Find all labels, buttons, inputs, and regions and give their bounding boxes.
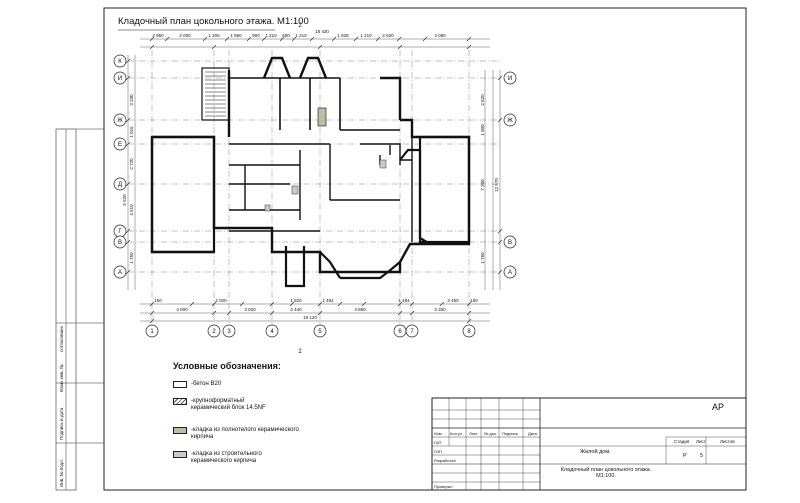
axis-label: И [118,76,122,82]
legend-text: -крупноформатный керамический блок 14.5N… [191,398,266,411]
svg-text:4 510: 4 510 [129,204,134,216]
svg-text:2 720: 2 720 [129,158,134,170]
axis-label: Ж [117,118,123,124]
svg-text:2 620: 2 620 [382,33,394,38]
axis-label: 5 [318,329,322,335]
stamp-stage: Р [683,453,687,459]
legend-item: -крупноформатный керамический блок 14.5N… [173,398,273,412]
legend-item: -кладка из полнотелого керамического кир… [173,427,303,441]
sheet-frame [103,7,747,491]
axis-label: Г [118,229,122,235]
svg-text:2 000: 2 000 [179,33,191,38]
svg-text:18 420: 18 420 [315,29,329,34]
svg-text:1 484: 1 484 [322,298,334,303]
side-label-sign-date: Подпись и дата [59,407,64,440]
svg-text:150: 150 [470,298,478,303]
legend-text: -кладка из полнотелого керамического кир… [191,427,299,440]
svg-text:3 330: 3 330 [129,94,134,106]
side-label-replace: Взам. инв. № [59,364,64,392]
svg-text:1 210: 1 210 [295,33,307,38]
svg-text:2 620: 2 620 [480,94,485,106]
axis-label: В [508,240,512,246]
legend-text: -бетон В20 [191,381,222,387]
section-mark: 2 [298,349,302,355]
legend-item: -кладка из строительного керамического к… [173,451,303,465]
svg-text:150: 150 [154,298,162,303]
svg-text:1 828: 1 828 [337,33,349,38]
svg-text:900: 900 [252,33,260,38]
legend-item: -бетон В20 [173,381,221,388]
svg-text:1 210: 1 210 [360,33,372,38]
stamp-code: АР [712,402,725,412]
svg-text:2: 2 [298,23,302,29]
axis-label: 2 [212,329,216,335]
legend-swatch-concrete [173,381,187,388]
axis-label: А [508,270,512,276]
legend-swatch-building-brick [173,451,187,458]
svg-text:7 200: 7 200 [480,179,485,191]
svg-text:2 020: 2 020 [215,298,227,303]
svg-text:1 760: 1 760 [480,252,485,264]
legend-swatch-block [173,398,187,405]
svg-text:1 750: 1 750 [129,252,134,264]
overall-width: 19 120 [303,315,317,320]
title-block [431,397,747,491]
axis-label: 1 [150,329,154,335]
axis-label: Д [118,182,122,188]
legend-swatch-solid-brick [173,427,187,434]
svg-text:12 570: 12 570 [494,178,499,192]
axis-labels: 1 2 3 4 5 6 7 8 К И Ж Е Д Г В А И Ж В А [117,59,513,335]
axis-label: К [118,59,122,65]
svg-text:3 450: 3 450 [447,298,459,303]
axis-label: 6 [398,329,402,335]
axis-label: А [118,270,122,276]
svg-text:1 915: 1 915 [129,126,134,138]
legend-heading: Условные обозначения: [173,361,281,371]
svg-text:3 300: 3 300 [434,307,446,312]
side-label-approved: согласовано [59,325,64,352]
svg-text:3 080: 3 080 [434,33,446,38]
svg-text:2 960: 2 960 [152,33,164,38]
svg-text:1 820: 1 820 [290,298,302,303]
dimension-texts: 2 960 2 000 1 200 1 950 900 1 210 600 1 … [152,23,478,355]
axis-label: В [118,240,122,246]
svg-text:1 900: 1 900 [480,124,485,136]
legend-text: -кладка из строительного керамического к… [191,451,262,464]
svg-text:600: 600 [282,33,290,38]
dimension-ticks [125,36,503,324]
svg-text:5 520: 5 520 [122,194,127,206]
svg-text:1 950: 1 950 [230,33,242,38]
stamp-sheet-name: Кладочный план цокольного этажа. М1:100. [560,467,652,479]
svg-text:4 860: 4 860 [354,307,366,312]
svg-text:1 210: 1 210 [265,33,277,38]
axis-label: 4 [270,329,274,335]
building-walls [150,56,471,288]
stamp-object: Жилой дом. [580,449,611,455]
axis-label: Е [118,142,122,148]
svg-text:4 000: 4 000 [176,307,188,312]
axis-label: 7 [410,329,414,335]
axis-label: Ж [507,118,513,124]
svg-text:1 200: 1 200 [208,33,220,38]
stamp-sheet-number: 5 [700,453,704,459]
axis-label: 8 [467,329,471,335]
svg-text:2 440: 2 440 [290,307,302,312]
axis-bubbles [113,54,517,338]
axis-lines [128,50,500,325]
dimension-lines [127,38,501,322]
axis-label: И [508,76,512,82]
drawing-title: Кладочный план цокольного этажа. М1:100 [118,16,309,27]
vertical-dimension-texts: 3 330 1 915 2 720 5 520 4 510 1 750 2 62… [122,94,499,264]
svg-text:1 484: 1 484 [398,298,410,303]
axis-label: 3 [227,329,231,335]
side-label-inventory: Инв. № подл. [59,458,64,487]
svg-text:3 020: 3 020 [244,307,256,312]
